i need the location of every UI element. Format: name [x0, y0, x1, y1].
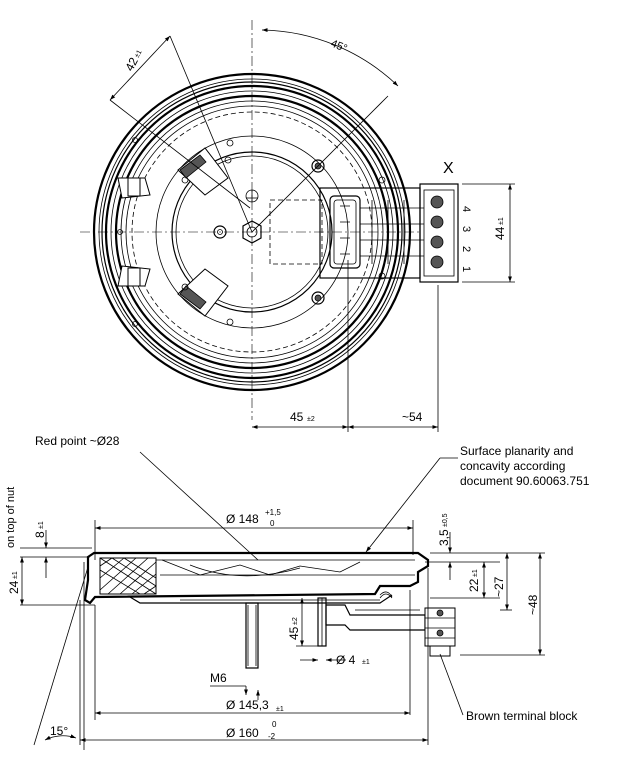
- thread-m6-label: M6: [210, 671, 227, 685]
- dim-8-tol: ±1: [38, 521, 45, 529]
- dim-42-extension-2: [109, 99, 251, 209]
- hotplate-body-side: [83, 551, 430, 605]
- dim-160-tol-lower: -2: [268, 732, 276, 741]
- dim-3-5-value: 3,5: [437, 529, 451, 546]
- dim-4-value: Ø 4: [336, 653, 356, 667]
- red-point-leader: [139, 451, 259, 561]
- terminal-block-side: [325, 593, 456, 657]
- surface-note-line-1: Surface planarity and: [460, 444, 573, 458]
- outer-rings: [92, 72, 412, 392]
- central-hub: [155, 135, 349, 329]
- dim-45-tol: ±2: [307, 416, 315, 423]
- dim-24-value: 24: [7, 580, 21, 594]
- terminal-pin: [317, 597, 327, 647]
- center-bolt: [245, 602, 259, 669]
- dim-4-tol: ±1: [362, 659, 370, 666]
- angle-45-label: 45°: [329, 38, 349, 55]
- terminal-block-top: [319, 176, 459, 283]
- dim-42-line: [109, 35, 171, 101]
- surface-note-leader: [365, 457, 441, 553]
- center-nut: [242, 220, 262, 244]
- dim-8-value: 8: [33, 531, 47, 538]
- terminal-number-4: 4: [460, 206, 472, 212]
- terminal-block-leader: [439, 653, 464, 716]
- angle-arc: [261, 28, 399, 87]
- hidden-square: [269, 199, 323, 265]
- dim-45-side-value: 45: [287, 626, 301, 640]
- angle-15-arc: [44, 734, 77, 741]
- terminal-number-1: 1: [460, 266, 472, 272]
- dim-44-value: 44: [493, 226, 507, 240]
- top-view: 4 3 2 1 X 45° 42 ±1 44 ±1 45 ±2 ~5: [80, 20, 515, 432]
- terminal-block-label: Brown terminal block: [466, 709, 578, 723]
- terminal-number-2: 2: [460, 246, 472, 252]
- on-top-of-nut-label: on top of nut: [5, 487, 17, 548]
- dim-22-tol: ±1: [472, 569, 479, 577]
- dim-145-value: Ø 145,3: [226, 698, 269, 712]
- spoke-wedges: [117, 147, 229, 317]
- dim-148-tol-upper: +1,5: [265, 508, 281, 517]
- dim-148-tol-lower: 0: [270, 519, 275, 528]
- dim-22-value: 22: [467, 578, 481, 592]
- surface-note-line-3: document 90.60063.751: [460, 474, 590, 488]
- detail-label-x: X: [443, 160, 454, 177]
- dim-24-tol: ±1: [12, 571, 19, 579]
- dim-48-value: ~48: [526, 594, 540, 615]
- dim-44-tol: ±1: [498, 217, 505, 225]
- angle-leg: [251, 95, 389, 233]
- dim-45-value: 45: [290, 410, 304, 424]
- dim-145-tol: ±1: [276, 706, 284, 713]
- dim-160-tol-upper: 0: [272, 720, 277, 729]
- dim-42-tol: ±1: [134, 49, 144, 59]
- dim-148-value: Ø 148: [226, 512, 259, 526]
- dim-45-side-tol: ±2: [292, 617, 299, 625]
- angle-15-label: 15°: [50, 724, 68, 738]
- terminal-number-3: 3: [460, 226, 472, 232]
- dim-42-value: 42: [122, 55, 141, 74]
- red-point-label: Red point ~Ø28: [35, 434, 120, 448]
- side-view: Red point ~Ø28 Surface planarity and con…: [5, 434, 590, 750]
- dim-160-value: Ø 160: [226, 726, 259, 740]
- angle-15-leg: [33, 566, 89, 746]
- dim-3-5-tol: ±0,5: [442, 513, 449, 527]
- surface-note-line-2: concavity according: [460, 459, 565, 473]
- dim-54-value: ~54: [402, 410, 423, 424]
- dim-27-value: ~27: [492, 576, 506, 597]
